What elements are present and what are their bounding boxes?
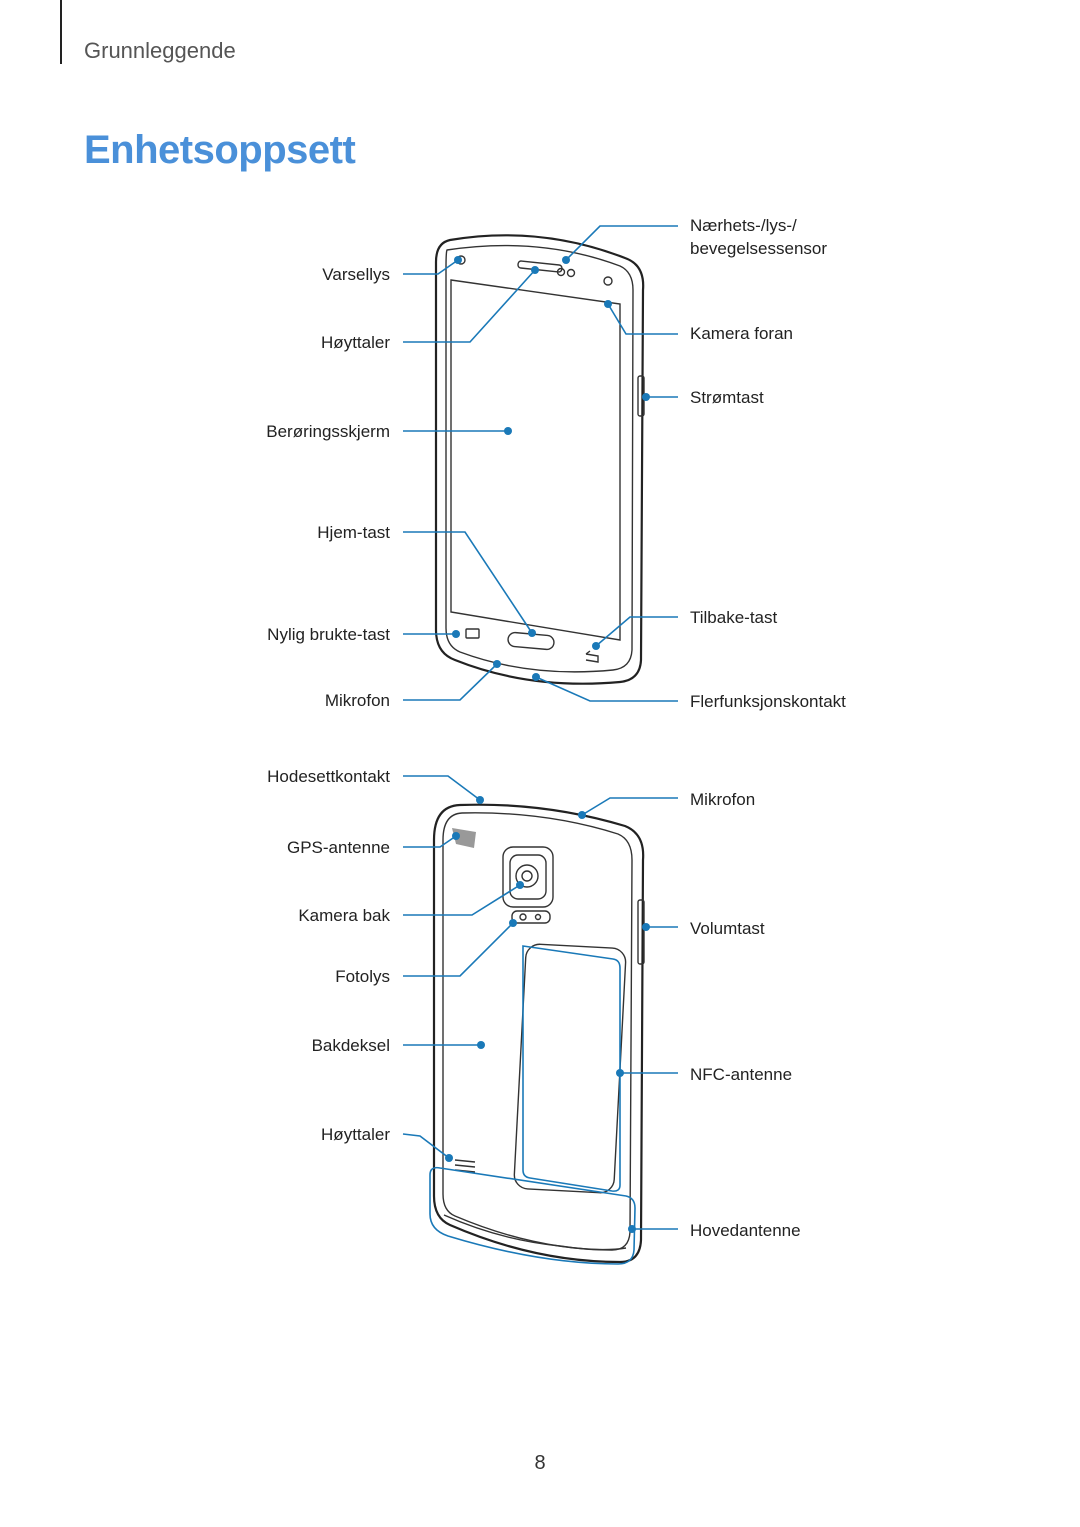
label-proximity-sensor-line2: bevegelsessensor — [690, 239, 828, 258]
label-front-camera: Kamera foran — [690, 324, 793, 343]
label-home-key: Hjem-tast — [317, 523, 390, 542]
label-recent-apps-key: Nylig brukte-tast — [267, 625, 390, 644]
label-proximity-sensor-line1: Nærhets-/lys-/ — [690, 216, 797, 235]
label-notification-light: Varsellys — [322, 265, 390, 284]
label-rear-microphone: Mikrofon — [690, 790, 756, 809]
label-rear-camera: Kamera bak — [298, 906, 390, 925]
label-back-key: Tilbake-tast — [690, 608, 778, 627]
label-gps-antenna: GPS-antenne — [286, 838, 390, 857]
label-headset-jack: Hodesettkontakt — [267, 767, 390, 786]
label-back-cover: Bakdeksel — [311, 1036, 390, 1055]
page-title: Enhetsoppsett — [84, 128, 356, 172]
front-callouts — [403, 225, 678, 702]
back-callouts — [402, 775, 678, 1233]
section-header: Grunnleggende — [84, 38, 236, 63]
label-main-antenna: Hovedantenne — [690, 1221, 801, 1240]
back-phone-illustration — [432, 803, 645, 1264]
label-volume-key: Volumtast — [690, 919, 765, 938]
label-front-microphone: Mikrofon — [324, 691, 390, 710]
label-touchscreen: Berøringsskjerm — [266, 422, 390, 441]
page-number: 8 — [534, 1452, 546, 1474]
label-flash: Fotolys — [335, 967, 390, 986]
label-power-key: Strømtast — [690, 388, 764, 407]
front-phone-illustration — [434, 234, 645, 685]
label-front-speaker: Høyttaler — [321, 333, 390, 352]
label-multipurpose-jack: Flerfunksjonskontakt — [690, 692, 846, 711]
label-nfc-antenna: NFC-antenne — [690, 1065, 793, 1084]
margin-rule — [60, 0, 62, 64]
label-rear-speaker: Høyttaler — [321, 1125, 390, 1144]
